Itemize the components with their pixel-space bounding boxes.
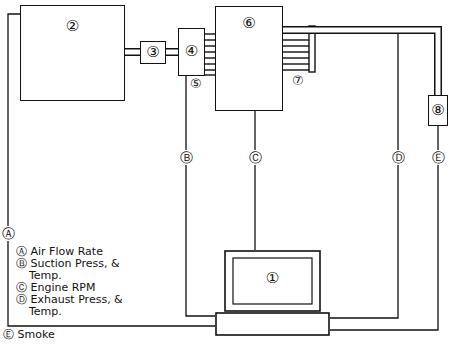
pipe-bore — [125, 50, 140, 55]
smoke-meter-box: ⑧ — [428, 95, 448, 126]
intake-manifold-box: ④ — [178, 28, 205, 76]
legend-entry: Ⓓ Exhaust Press, & Temp. — [16, 294, 139, 318]
pipe-bore — [166, 50, 178, 55]
legend-entry: Ⓑ Suction Press, & Temp. — [16, 258, 139, 282]
legend-entry: Ⓔ Smoke — [3, 329, 126, 341]
node-number: ① — [266, 270, 279, 339]
node-number: ④ — [185, 43, 198, 75]
flow-meter-box: ③ — [140, 41, 166, 64]
pipe-connector — [166, 52, 178, 53]
pipe-wall — [283, 30, 438, 95]
signal-letter: Ⓑ — [179, 150, 194, 165]
node-number: ⑧ — [431, 102, 444, 125]
exhaust-runner — [282, 64, 310, 70]
signal-connector — [330, 126, 438, 330]
pipe-wall — [125, 48, 140, 56]
computer-symbol — [215, 250, 330, 336]
legend-entry: Ⓐ Air Flow Rate — [16, 246, 139, 258]
exhaust-signal-wire — [330, 34, 398, 318]
legend-entry: Ⓒ Engine RPM — [16, 282, 139, 294]
callout-number: ⑤ — [190, 76, 202, 91]
air-tank-box: ② — [20, 5, 125, 101]
pipe-connector — [125, 52, 140, 53]
engine-box: ⑥ — [215, 6, 283, 111]
signal-line — [254, 111, 255, 250]
node-number: ③ — [146, 44, 159, 63]
computer-base — [216, 313, 329, 335]
node-number: ⑥ — [242, 15, 255, 110]
pipe-connector — [283, 30, 438, 95]
pipe-wall — [166, 48, 178, 56]
callout-number: ⑦ — [292, 73, 304, 88]
computer: ① — [215, 250, 330, 339]
signal-connector — [186, 76, 215, 316]
signal-letter: Ⓐ — [1, 226, 16, 241]
exhaust-runner — [282, 40, 310, 46]
signal-connector — [255, 111, 256, 250]
node-number: ② — [66, 18, 79, 100]
signal-letter: Ⓔ — [431, 150, 446, 165]
pipe-bore — [283, 30, 438, 95]
signal-letter: Ⓒ — [248, 150, 263, 165]
signal-line — [186, 76, 215, 316]
exhaust-runner — [282, 52, 310, 58]
signal-letter: Ⓓ — [391, 150, 406, 165]
signal-line — [330, 126, 438, 330]
